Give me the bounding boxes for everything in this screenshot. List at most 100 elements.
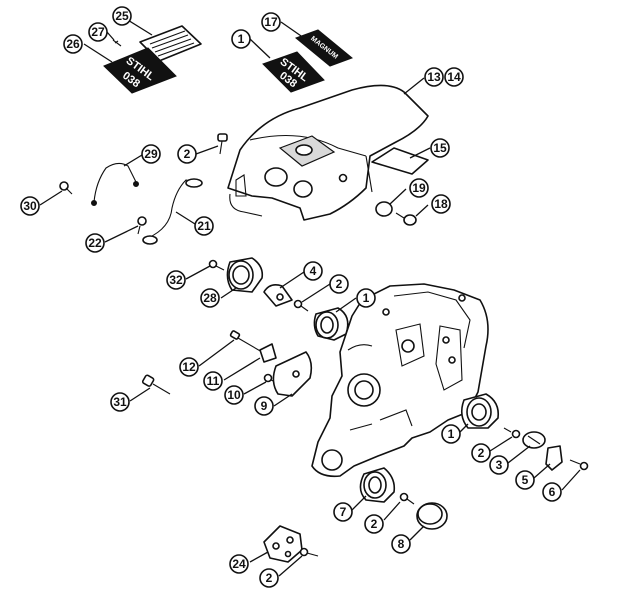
- bracket-11: [259, 343, 277, 363]
- bracket-24: [263, 525, 303, 563]
- washer-19: [375, 201, 393, 217]
- screw-12: [229, 330, 263, 353]
- callout-21: 21: [194, 216, 214, 236]
- callout-31-text: 31: [113, 395, 127, 409]
- callout-6: 6: [542, 482, 562, 502]
- crankcase: [311, 283, 489, 478]
- callout-5: 5: [515, 470, 535, 490]
- callout-4-text: 4: [310, 264, 317, 278]
- callout-12: 12: [179, 357, 199, 377]
- screw-32: [208, 259, 225, 271]
- callout-19: 19: [409, 178, 429, 198]
- baffle-15: [371, 147, 429, 175]
- plate-26-stihl: STIHL 038: [103, 47, 177, 94]
- callout-28: 28: [200, 288, 220, 308]
- hood-cover: [227, 84, 429, 221]
- screw-22: [137, 216, 147, 235]
- callout-29-text: 29: [144, 147, 158, 161]
- cap-9: [272, 351, 313, 397]
- callout-6-text: 6: [549, 485, 556, 499]
- callout-32-text: 32: [169, 273, 183, 287]
- callout-2-bottom: 2: [259, 568, 279, 588]
- callout-24-text: 24: [232, 557, 246, 571]
- callout-18-text: 18: [434, 197, 448, 211]
- clip-5: [545, 445, 563, 471]
- callout-28-text: 28: [203, 291, 217, 305]
- callout-32: 32: [166, 270, 186, 290]
- callout-2-hood: 2: [177, 144, 197, 164]
- callout-1-right: 1: [441, 424, 461, 444]
- callout-2-mid-text: 2: [336, 277, 343, 291]
- callout-10: 10: [224, 385, 244, 405]
- screw-6: [569, 459, 589, 471]
- screw-27: [112, 39, 122, 47]
- callout-13-text: 13: [427, 70, 441, 84]
- wire-21: [142, 178, 203, 245]
- callout-17: 17: [261, 12, 281, 32]
- callout-2-right: 2: [471, 443, 491, 463]
- callout-19-text: 19: [412, 181, 426, 195]
- callout-14: 14: [444, 67, 464, 87]
- callout-22-text: 22: [88, 236, 102, 250]
- screw-2-right: [503, 427, 521, 439]
- callout-12-text: 12: [182, 360, 196, 374]
- callout-26: 26: [63, 34, 83, 54]
- screw-31: [141, 374, 171, 395]
- bracket-4: [263, 284, 293, 307]
- callout-10-text: 10: [227, 388, 241, 402]
- callout-27: 27: [88, 22, 108, 42]
- screw-2-hood: [217, 133, 228, 155]
- callout-21-text: 21: [197, 219, 211, 233]
- callout-2-right-text: 2: [478, 446, 485, 460]
- callout-8-text: 8: [398, 537, 405, 551]
- callout-30: 30: [20, 196, 40, 216]
- callout-13: 13: [424, 67, 444, 87]
- callout-9-text: 9: [261, 399, 268, 413]
- buffer-1-mid: [313, 307, 349, 341]
- callout-1-mid: 1: [356, 288, 376, 308]
- callout-8: 8: [391, 534, 411, 554]
- callout-5-text: 5: [522, 473, 529, 487]
- callout-25: 25: [112, 6, 132, 26]
- screw-2-mid: [293, 299, 309, 312]
- callout-2-mid: 2: [329, 274, 349, 294]
- callout-27-text: 27: [91, 25, 105, 39]
- buffer-28: [226, 257, 264, 293]
- screw-2-low: [399, 492, 415, 505]
- callout-24: 24: [229, 554, 249, 574]
- callout-7: 7: [333, 502, 353, 522]
- callout-3: 3: [489, 455, 509, 475]
- callout-15-text: 15: [433, 141, 447, 155]
- callout-7-text: 7: [340, 505, 347, 519]
- buffer-7: [359, 467, 396, 503]
- screw-18: [395, 212, 417, 226]
- leader-lines: [39, 16, 581, 577]
- plug-3: [522, 431, 546, 449]
- callout-26-text: 26: [66, 37, 80, 51]
- callout-2-low-text: 2: [371, 517, 378, 531]
- callout-25-text: 25: [115, 9, 129, 23]
- plate-1-stihl: STIHL 038: [262, 51, 325, 93]
- callout-18: 18: [431, 194, 451, 214]
- screw-30: [59, 181, 73, 195]
- callout-1-top: 1: [231, 29, 251, 49]
- callout-22: 22: [85, 233, 105, 253]
- callout-11-text: 11: [207, 374, 220, 388]
- wire-29: [91, 162, 139, 206]
- screw-2-bottom: [299, 547, 319, 557]
- callout-29: 29: [141, 144, 161, 164]
- cover-8: [416, 502, 448, 530]
- callout-1-mid-text: 1: [363, 291, 370, 305]
- callout-17-text: 17: [264, 15, 278, 29]
- callout-1-top-text: 1: [238, 32, 245, 46]
- callout-2-bottom-text: 2: [266, 571, 273, 585]
- callout-2-hood-text: 2: [184, 147, 191, 161]
- callout-2-low: 2: [364, 514, 384, 534]
- callout-15: 15: [430, 138, 450, 158]
- callout-31: 31: [110, 392, 130, 412]
- callout-3-text: 3: [496, 458, 503, 472]
- callout-11: 11: [203, 371, 223, 391]
- callout-4: 4: [303, 261, 323, 281]
- callout-14-text: 14: [447, 70, 461, 84]
